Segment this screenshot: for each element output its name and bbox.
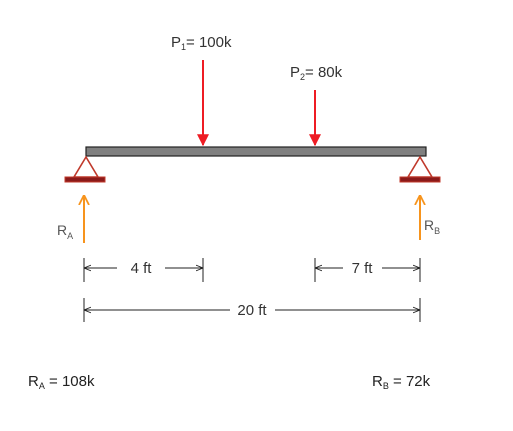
right-support-base [399, 176, 441, 183]
left-pin-support [64, 155, 106, 183]
dimension-left-label: 4 ft [131, 260, 153, 277]
dimension-left [83, 258, 204, 282]
dimension-total [83, 298, 421, 322]
reaction-b-label: RB [424, 217, 440, 236]
load-p1-label: P1= 100k [171, 34, 232, 52]
reaction-a-label: RA [57, 222, 73, 241]
dimension-total-label: 20 ft [237, 302, 267, 319]
beam [85, 146, 427, 157]
left-support-triangle [72, 155, 100, 178]
dimension-right-label: 7 ft [352, 260, 374, 277]
load-p2-label: P2= 80k [290, 64, 343, 82]
right-pin-support [399, 155, 441, 183]
result-rb: RB = 72k [372, 373, 431, 391]
dimension-right [314, 258, 421, 282]
right-support-triangle [406, 155, 434, 178]
result-ra: RA = 108k [28, 373, 95, 391]
left-support-base [64, 176, 106, 183]
